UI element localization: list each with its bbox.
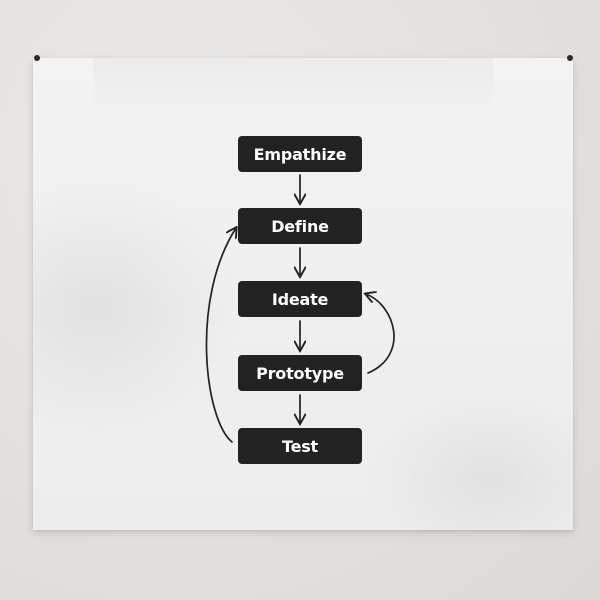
step-define-label: Define [271,216,329,236]
step-empathize-label: Empathize [253,144,347,164]
hanging-pin-right [567,55,573,61]
step-empathize: Empathize [238,136,362,172]
step-test-label: Test [281,436,318,456]
loop-arrow-test-to-define [205,228,236,443]
step-define: Define [238,208,362,244]
step-prototype: Prototype [238,355,362,391]
step-test: Test [238,428,362,464]
step-prototype-label: Prototype [256,363,344,383]
loop-arrow-prototype-to-ideate [366,294,395,374]
hanging-pin-left [34,55,40,61]
step-ideate-label: Ideate [271,289,329,309]
step-ideate: Ideate [238,281,362,317]
